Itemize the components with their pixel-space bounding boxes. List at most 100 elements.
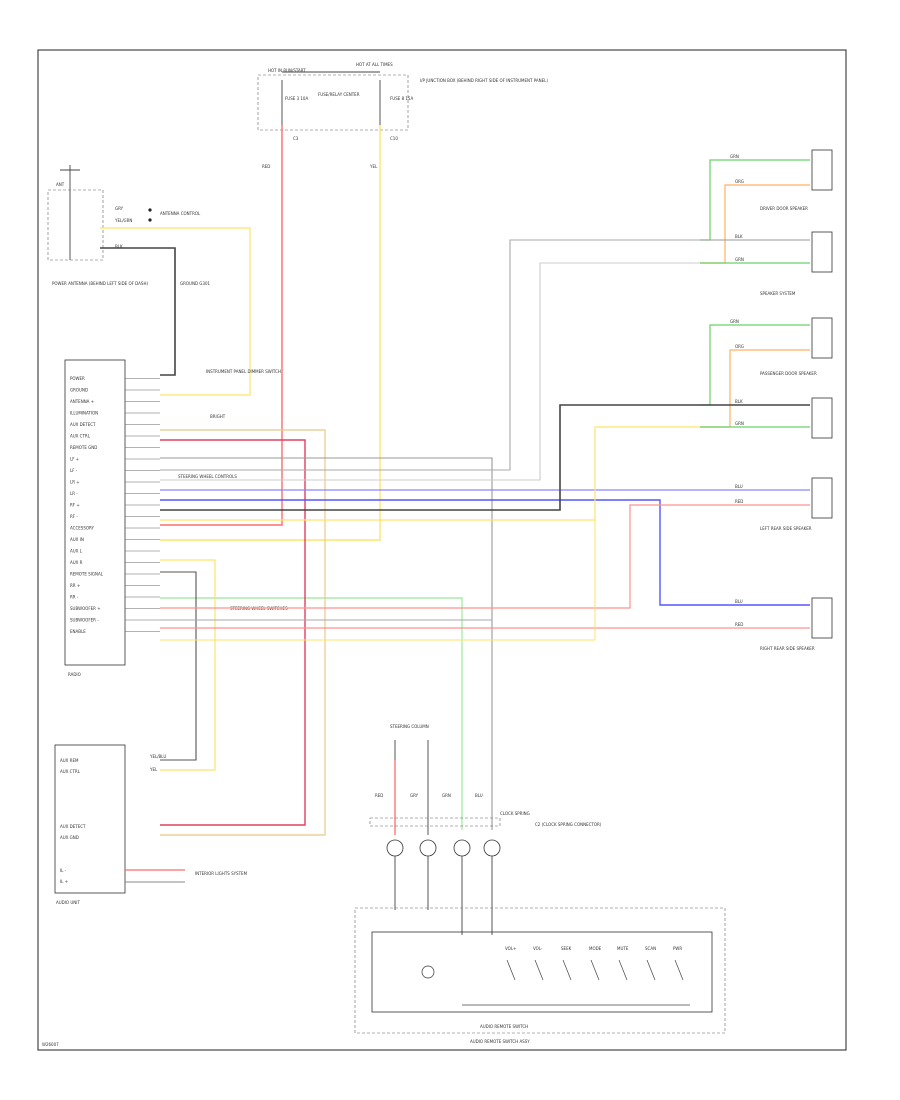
steering-switch-contact [534,959,544,981]
audio-unit-title: AUDIO UNIT [56,900,80,905]
radio-pin: ACCESSORY [70,526,95,531]
fuse-wire-a: RED [262,164,270,169]
wire-radio-gry-1 [160,457,493,830]
speaker-driver-wire-4: GRN [735,257,744,262]
wire-radio-blk-aux [160,571,197,761]
antenna-wire1: GRY [115,206,124,211]
wire-red-feed [160,125,283,526]
radio-callout-1: INSTRUMENT PANEL DIMMER SWITCH [206,369,281,374]
radio-pin: REMOTE GND [70,445,97,450]
speaker-group-label: SPEAKER SYSTEM [760,291,796,296]
radio-pin: AUX R [70,560,83,565]
antenna: ANT POWER ANTENNA (BEHIND LEFT SIDE OF D… [47,165,210,286]
diagram-frame [37,49,847,1051]
radio-pin: ILLUMINATION [70,411,98,416]
fuse-block: HOT IN RUN/START HOT AT ALL TIMES FUSE 3… [257,62,548,169]
wire-antenna-black [100,247,176,376]
steering-inner-title: AUDIO REMOTE SWITCH [480,1024,528,1029]
steering-switch-contact [590,959,600,981]
antenna-wire2: YEL/GRN [114,218,132,223]
speaker-driver-wire-3: BLK [735,234,743,239]
speaker-passenger-wire-1: GRN [730,319,739,324]
speaker-passenger: PASSENGER DOOR SPEAKER GRN ORG BLK GRN [700,317,833,439]
fuse-ckt-b: C10 [390,136,398,141]
speaker-right-rear-wire-1: BLU [735,599,743,604]
wire-yellow-feed [160,125,381,541]
speaker-driver-wire-2: ORG [735,179,744,184]
radio-pin: RR - [70,595,79,600]
wire-radio-tan [160,429,326,836]
audio-unit-wire-2: YEL [149,767,158,772]
steering-top-label: STEERING COLUMN [390,724,429,729]
speaker-passenger-wire-4: GRN [735,421,744,426]
steering-wire-4: BLU [475,793,483,798]
fuse-location-label: I/P JUNCTION BOX (BEHIND RIGHT SIDE OF I… [420,78,548,83]
antenna-wire3: BLK [115,244,123,249]
radio-pin: ENABLE [70,629,86,634]
steering-switch-contact [674,959,684,981]
radio-pin: RR + [70,583,80,588]
fuse-block-right-label: HOT AT ALL TIMES [356,62,393,67]
fuse-b-label: FUSE 8 15A [390,96,413,101]
steering-wire-2: GRY [410,793,419,798]
audio-pin: IL + [60,879,68,884]
antenna-ground-label: GROUND G301 [180,281,210,286]
steering-switch-label: MUTE [617,946,629,951]
radio-pin: AUX L [70,549,83,554]
speaker-right-rear: RIGHT REAR SIDE SPEAKER BLU RED [735,597,833,651]
speaker-left-rear-name: LEFT REAR SIDE SPEAKER [760,526,812,531]
steering-switch-contact [562,959,572,981]
radio-pin: LR + [70,480,80,485]
steering-switch-label: MODE [589,946,602,951]
steering-switch-contact [618,959,628,981]
wire-antenna-yellow [100,227,251,396]
steering-wire-1: RED [375,793,383,798]
radio-pin: REMOTE SIGNAL [70,572,104,577]
steering-switch-contact [646,959,656,981]
radio-pin: LR - [70,491,78,496]
speaker-left-rear-wire-2: RED [735,499,743,504]
steering-switch-label: VOL+ [505,946,516,951]
radio-pin: POWER [70,376,85,381]
radio-pin: AUX DETECT [70,422,96,427]
audio-unit-callout: INTERIOR LIGHTS SYSTEM [195,871,248,876]
steering-switch-contact [506,959,516,981]
audio-pin: AUX REM [60,758,79,763]
wire-lf-minus [160,262,700,481]
wire-lf-plus [160,239,700,471]
steering-wire-3: GRN [442,793,451,798]
audio-unit-wire-1: YEL/BLU [149,754,166,759]
speaker-driver-name: DRIVER DOOR SPEAKER [760,206,808,211]
radio-pin: RF + [70,503,80,508]
speaker-passenger-name: PASSENGER DOOR SPEAKER [760,371,817,376]
radio-callout-bright: BRIGHT [210,414,226,419]
radio-callout-2: STEERING WHEEL CONTROLS [178,474,237,479]
wire-rf-plus [160,404,700,511]
radio-pin: AUX IN [70,537,84,542]
radio-pin: LF - [70,468,78,473]
radio-pin: SUBWOOFER + [70,606,101,611]
steering-switch-label: PWR [673,946,682,951]
speaker-right-rear-name: RIGHT REAR SIDE SPEAKER [760,646,815,651]
wire-lr-minus [160,499,810,606]
radio-pin: AUX CTRL [70,434,91,439]
wire-rr-plus [160,504,810,609]
radio-pin: ANTENNA + [70,399,94,404]
wire-radio-red-steer [160,439,306,826]
speaker-left-rear: LEFT REAR SIDE SPEAKER BLU RED [735,477,833,531]
audio-pin: AUX CTRL [60,769,81,774]
fuse-connector-label: FUSE/RELAY CENTER [318,92,360,97]
fuse-ckt-a: C3 [293,136,299,141]
antenna-note1: ANTENNA CONTROL [160,211,201,216]
fuse-wire-b: YEL [369,164,378,169]
speaker-passenger-wire-3: BLK [735,399,743,404]
radio-title: RADIO [68,672,81,677]
speaker-left-rear-wire-1: BLU [735,484,743,489]
steering-connector-label: CLOCK SPRING [500,811,530,816]
steering-switch-label: SCAN [645,946,656,951]
